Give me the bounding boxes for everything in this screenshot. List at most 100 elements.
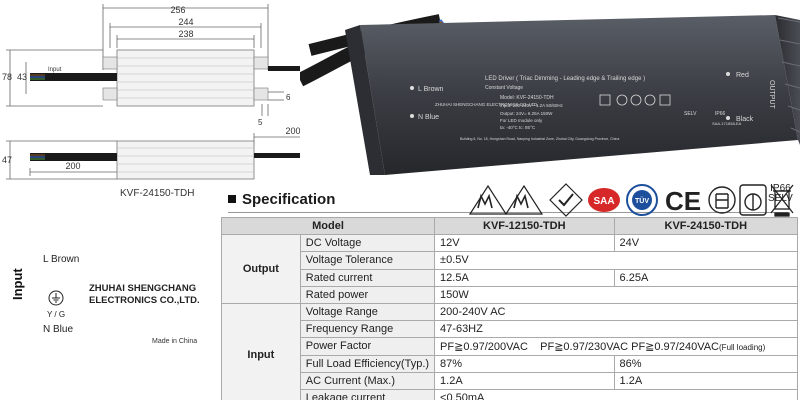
mm-mark-icon (468, 184, 508, 215)
param-ac-current: AC Current (Max.) (299, 371, 436, 390)
saa-icon: SAA (588, 188, 620, 212)
certification-icons: SAA TÜV CE (468, 183, 794, 217)
header-col1: KVF-12150-TDH (434, 216, 615, 236)
table-header-row: Model KVF-12150-TDH KVF-24150-TDH (220, 216, 799, 236)
table-row: Full Load Efficiency(Typ.) 87% 86% (222, 354, 799, 373)
output-group-label: Output (221, 234, 301, 304)
dim-78: 78 (2, 72, 12, 82)
dim-6: 6 (286, 93, 291, 102)
company-line-2: ELECTRONICS CO.,LTD. (89, 295, 200, 306)
header-col2: KVF-24150-TDH (613, 216, 799, 236)
dim-5: 5 (258, 118, 263, 127)
val-dc-voltage-2: 24V (613, 234, 799, 253)
dim-47: 47 (2, 155, 12, 165)
dim-200-top: 200 (285, 126, 300, 136)
photo-red: Red (736, 72, 749, 79)
saa-text: SAA (593, 196, 614, 207)
photo-company: ZHUHAI SHENGCHANG ELECTRONICS CO.,LTD. (435, 102, 538, 107)
header-model: Model (220, 216, 436, 236)
param-efficiency: Full Load Efficiency(Typ.) (299, 354, 436, 373)
photo-header: LED Driver ( Triac Dimming - Leading edg… (485, 76, 645, 82)
val-dc-voltage-1: 12V (434, 234, 615, 253)
photo-l-brown: L Brown (418, 86, 444, 93)
val-rated-current-2: 6.25A (613, 268, 799, 287)
val-ac-current-1: 1.2A (434, 371, 615, 390)
thermal-icon (739, 184, 767, 216)
val-power-factor-suffix: (Full loading) (719, 342, 766, 352)
param-power-factor: Power Factor (299, 337, 436, 356)
rcm-icon (549, 183, 583, 217)
side-view (30, 140, 300, 180)
param-voltage-range: Voltage Range (299, 302, 436, 322)
val-leakage: <0.50mA (434, 388, 798, 400)
param-rated-power: Rated power (299, 285, 436, 304)
val-frequency-range: 47-63HZ (434, 320, 798, 339)
photo-code: SAA-171658-EA (712, 121, 742, 126)
val-rated-power: 150W (434, 285, 798, 304)
product-photo: L Brown N Blue LED Driver ( Triac Dimmin… (300, 0, 800, 175)
photo-model: Model: KVF-24150-TDH (500, 95, 554, 101)
dim-244: 244 (178, 17, 193, 27)
val-efficiency-2: 86% (613, 354, 799, 373)
table-row: Leakage current <0.50mA (222, 388, 798, 400)
param-voltage-tolerance: Voltage Tolerance (299, 251, 436, 270)
tuv-text: TÜV (635, 196, 649, 205)
company-name: ZHUHAI SHENGCHANG ELECTRONICS CO.,LTD. (89, 283, 200, 307)
input-label: Input (48, 67, 62, 73)
l-brown-label: L Brown (43, 254, 80, 265)
val-rated-current-1: 12.5A (434, 268, 615, 287)
mm-mark-icon-2 (504, 184, 544, 215)
ip66-text: IP66 (770, 183, 791, 194)
photo-selv: SELV (684, 111, 697, 117)
photo-ta: ta: -40°C tc: 85°C (500, 125, 536, 130)
param-rated-current: Rated current (299, 268, 436, 287)
company-line-1: ZHUHAI SHENGCHANG (89, 283, 197, 294)
f-mark-icon (708, 186, 736, 214)
n-blue-label: N Blue (43, 324, 74, 335)
yg-label: Y / G (47, 310, 66, 319)
weee-bin-icon (770, 184, 794, 217)
input-vertical-label: Input (10, 268, 25, 300)
table-row: Frequency Range 47-63HZ (222, 320, 798, 339)
input-group-label: Input (221, 302, 301, 400)
val-efficiency-1: 87% (434, 354, 615, 373)
dim-238: 238 (178, 29, 193, 39)
photo-ip: IP66 (715, 111, 726, 117)
ground-icon (48, 290, 64, 306)
val-voltage-range: 200-240V AC (434, 302, 798, 322)
photo-address: Building 6, No. 18, Hongshan Road, Nanpi… (460, 137, 619, 141)
square-bullet-icon (228, 195, 236, 203)
val-ac-current-2: 1.2A (613, 371, 799, 390)
photo-output: OUTPUT (768, 80, 775, 110)
tuv-icon: TÜV (626, 184, 658, 216)
table-row: AC Current (Max.) 1.2A 1.2A (222, 371, 799, 390)
selv-text: SELV (768, 193, 793, 204)
spec-divider (228, 212, 788, 213)
drawing-model-caption: KVF-24150-TDH (120, 188, 195, 199)
table-row: Voltage Tolerance ±0.5V (222, 251, 798, 270)
table-row: Input Voltage Range 200-240V AC (221, 302, 798, 400)
table-row: Rated current 12.5A 6.25A (222, 268, 799, 287)
photo-output-line: Output: 24V= 6.25A 150W (500, 111, 553, 116)
table-row: Rated power 150W (222, 285, 798, 304)
val-power-factor-main: PF≧0.97/200VAC PF≧0.97/230VAC PF≧0.97/24… (440, 340, 720, 353)
top-view: Input (30, 49, 300, 107)
spec-section-title: Specification (228, 191, 335, 208)
dimension-drawing: 256 244 238 Input 78 43 6 (2, 4, 300, 180)
param-dc-voltage: DC Voltage (299, 234, 436, 253)
val-voltage-tolerance: ±0.5V (434, 251, 798, 270)
photo-input-line: Input: 200-240V~ 1.2A 50/60Hz (500, 103, 564, 108)
spec-table: Model KVF-12150-TDH KVF-24150-TDH Output… (220, 216, 799, 400)
param-frequency-range: Frequency Range (299, 320, 436, 339)
made-in-china: Made in China (152, 338, 198, 345)
table-row: Power Factor PF≧0.97/200VAC PF≧0.97/230V… (222, 337, 798, 356)
photo-led-only: For LED module only (500, 118, 543, 123)
photo-subheader: Constant Voltage (485, 85, 523, 91)
dim-256: 256 (170, 5, 185, 15)
spec-title-text: Specification (242, 191, 336, 208)
dim-200-bottom: 200 (65, 161, 80, 171)
photo-n-blue: N Blue (418, 114, 439, 121)
val-power-factor: PF≧0.97/200VAC PF≧0.97/230VAC PF≧0.97/24… (434, 337, 798, 356)
ip-selv-mark: IP66 SELV (768, 184, 793, 204)
ce-icon: CE (665, 186, 701, 216)
